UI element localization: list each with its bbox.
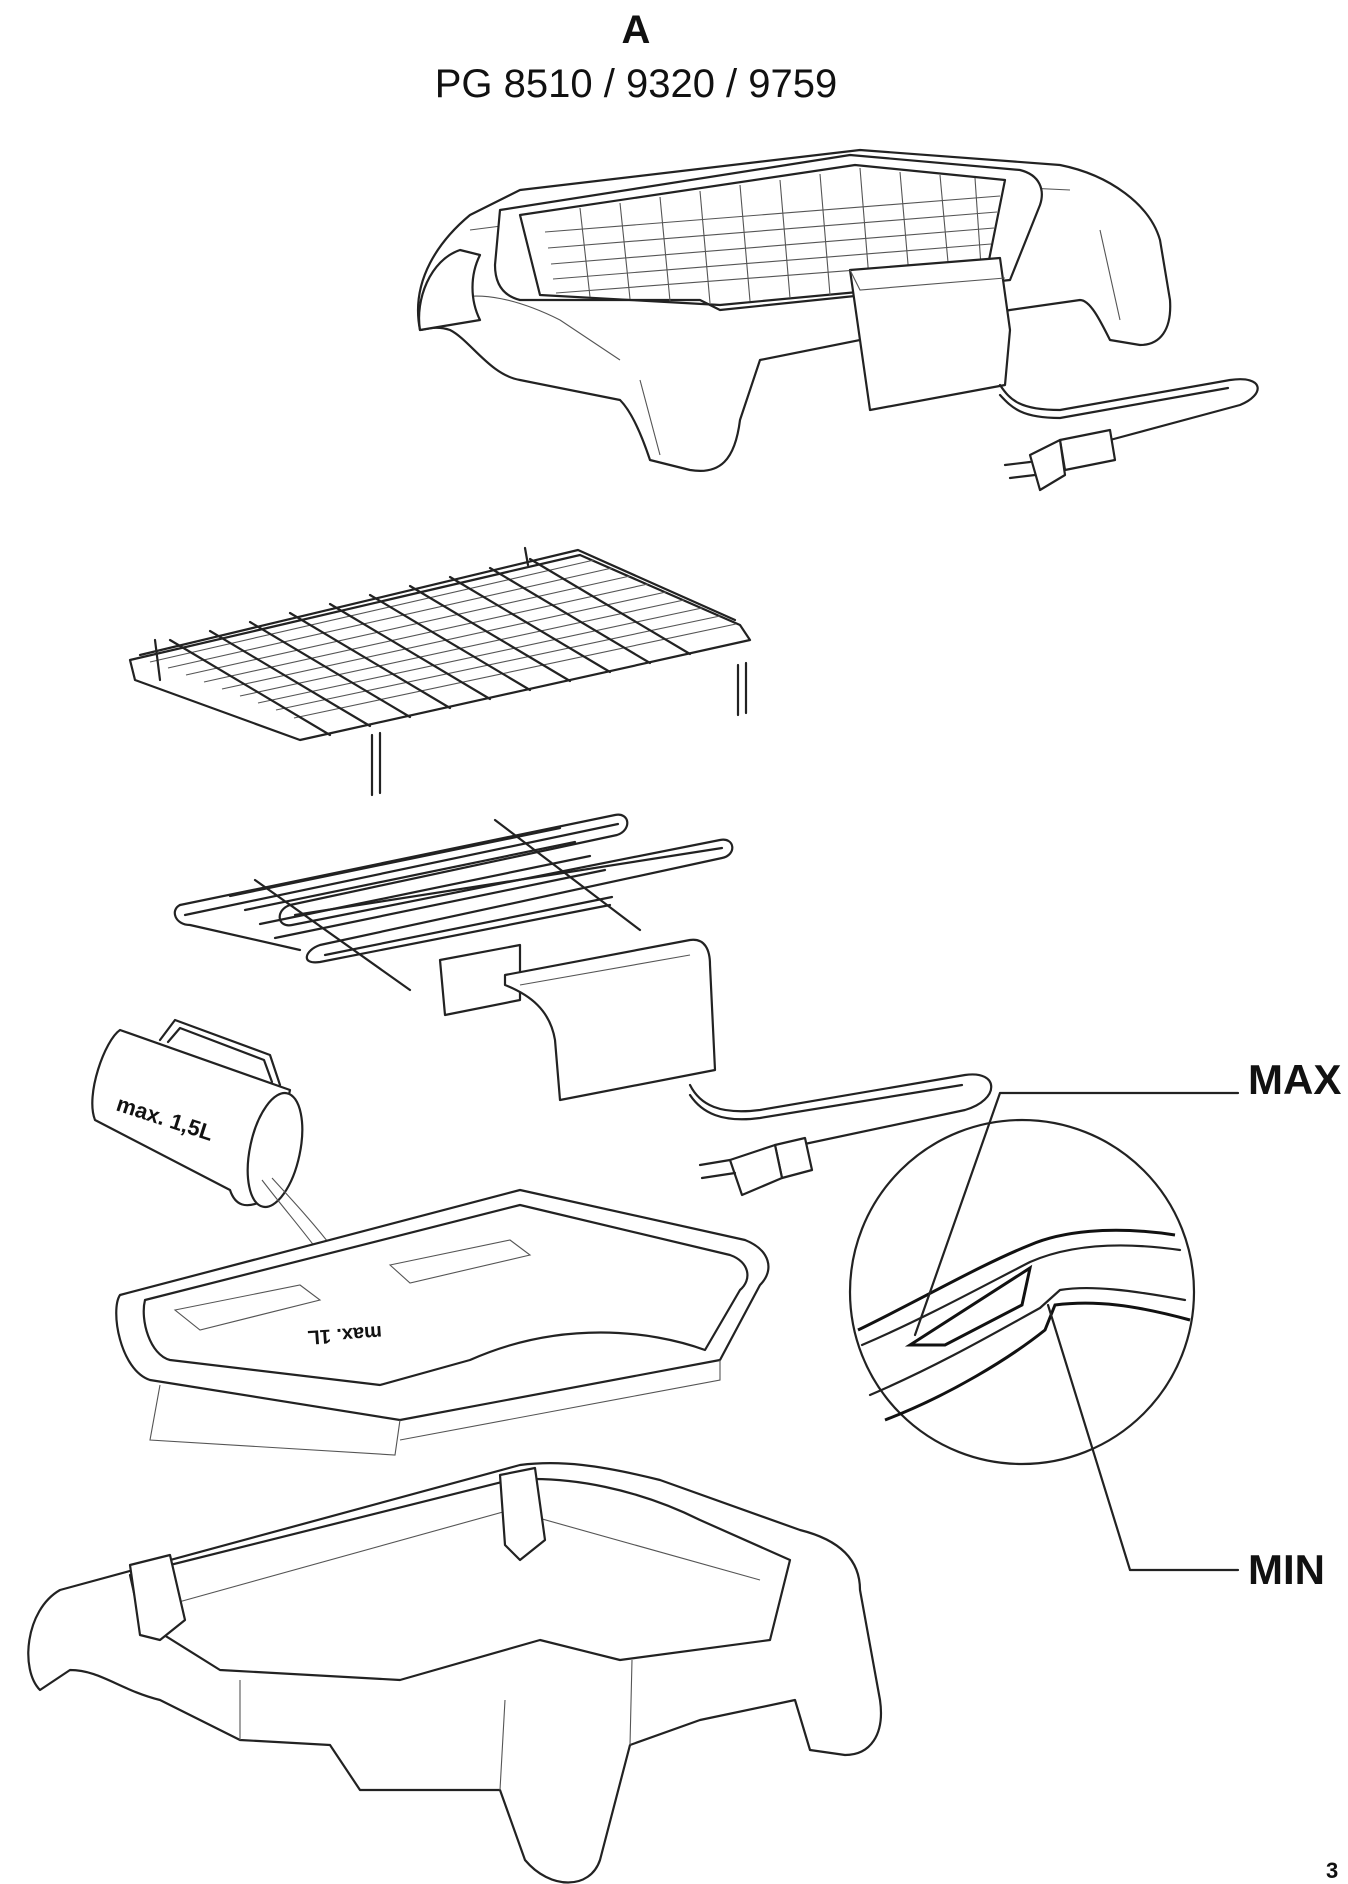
model-numbers: PG 8510 / 9320 / 9759 xyxy=(434,62,838,106)
min-leader-line xyxy=(1046,1303,1240,1572)
grill-rack xyxy=(128,546,752,797)
page-number: 3 xyxy=(1326,1858,1339,1883)
assembled-grill xyxy=(417,148,1259,492)
rack-cross-wires xyxy=(168,557,692,737)
water-tray xyxy=(115,1188,770,1456)
water-jug xyxy=(91,1018,383,1331)
min-label: MIN xyxy=(1248,1546,1325,1593)
tray-marking: max. 1L xyxy=(307,1321,383,1348)
heating-element xyxy=(173,813,993,1197)
figure-letter: A xyxy=(621,8,651,52)
max-leader-line xyxy=(913,1091,1240,1337)
rack-bars xyxy=(149,559,737,719)
level-detail-magnifier xyxy=(848,1118,1196,1466)
max-label: MAX xyxy=(1248,1056,1342,1103)
grill-base xyxy=(27,1462,883,1884)
heating-element-rods xyxy=(228,826,607,940)
